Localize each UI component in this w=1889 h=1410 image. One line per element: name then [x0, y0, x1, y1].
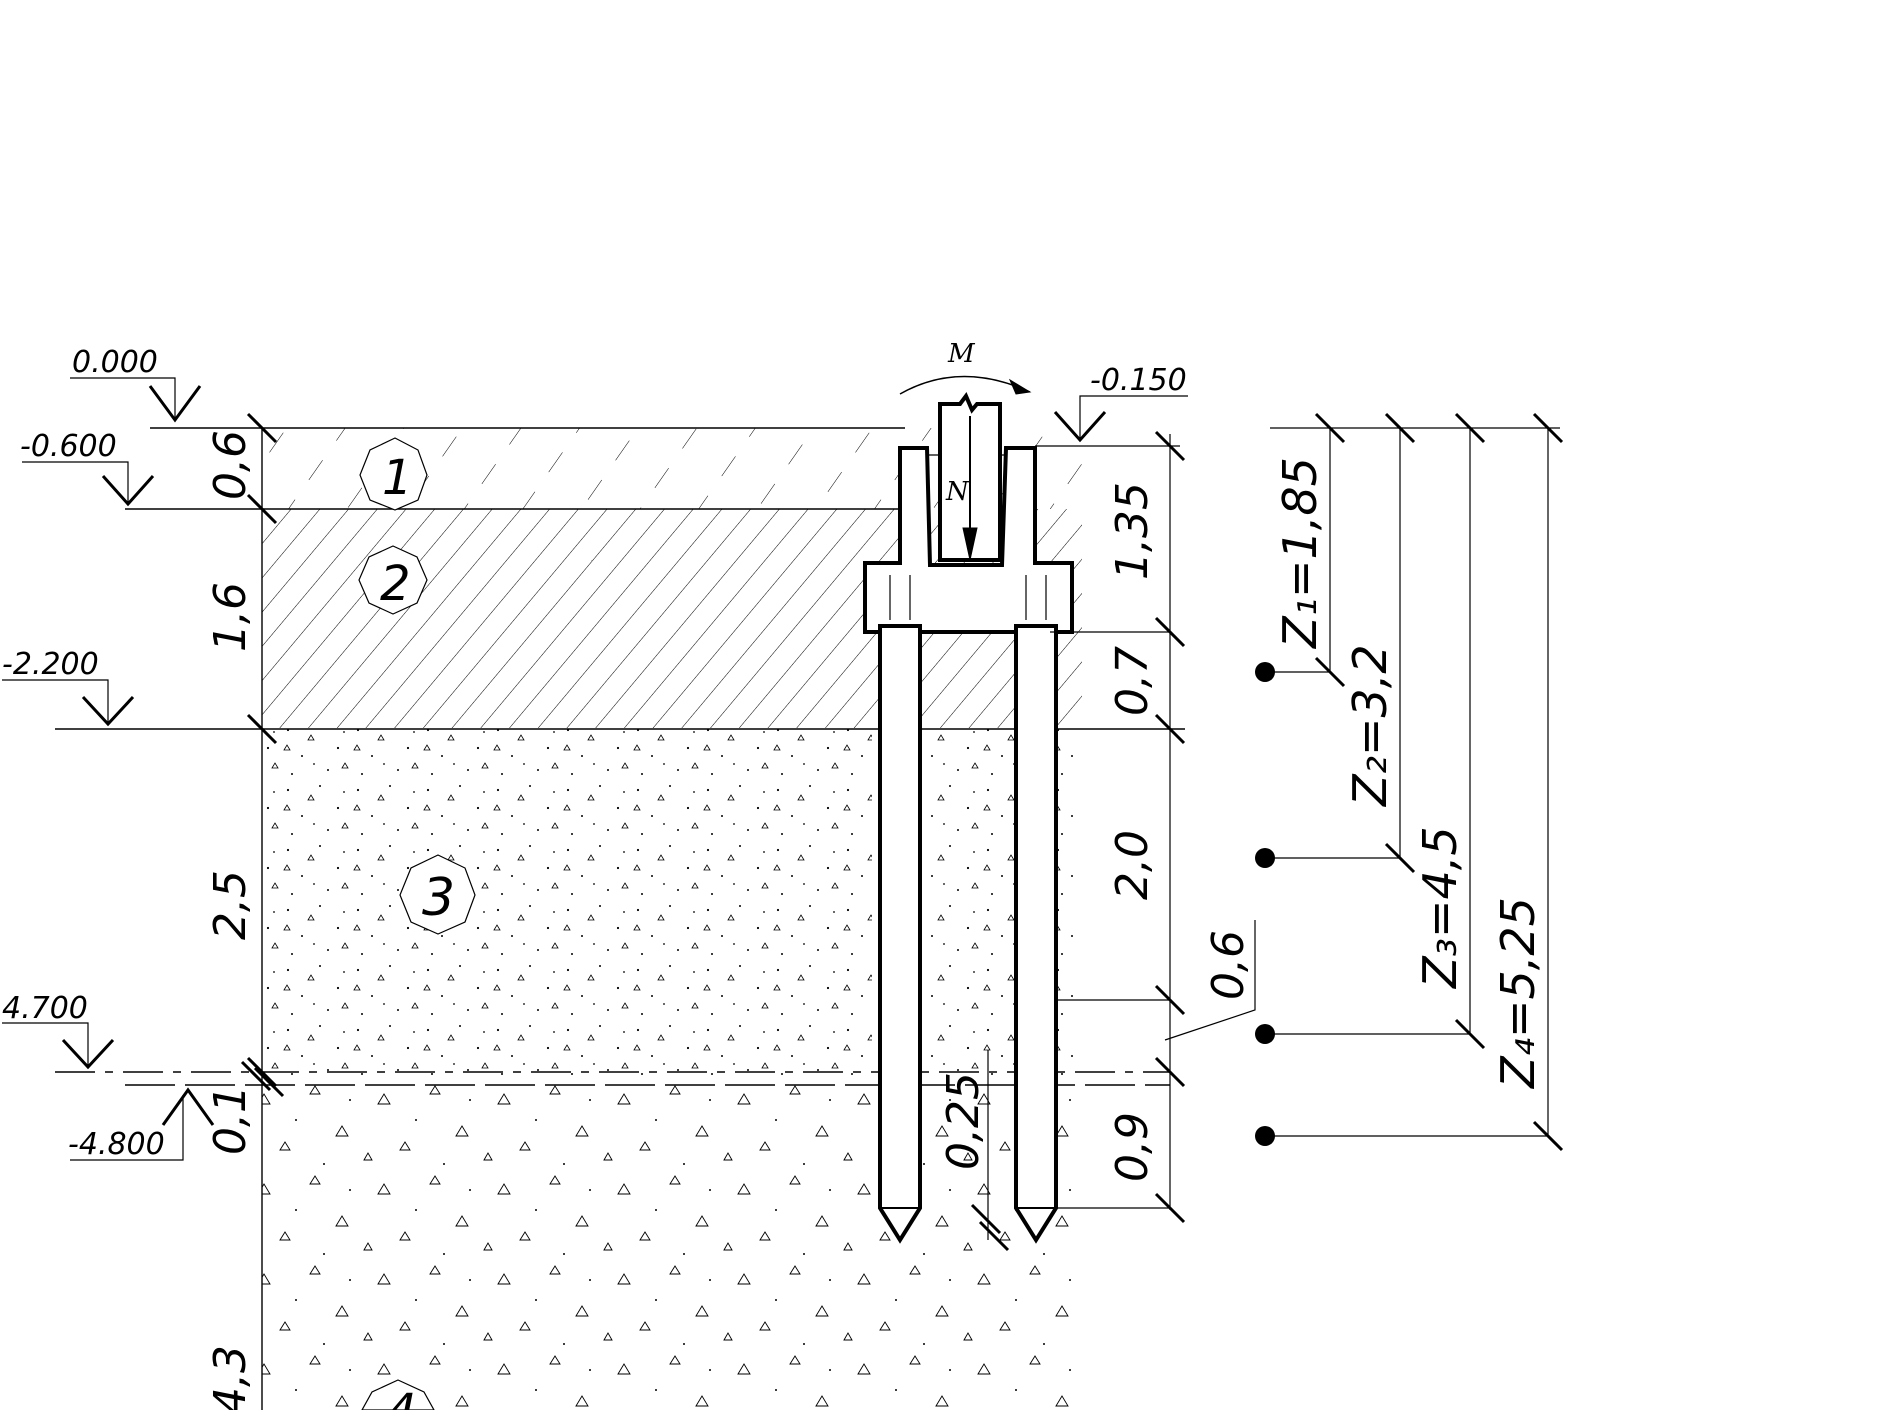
foundation	[863, 392, 1074, 1244]
layer-number-4: 4	[386, 1384, 417, 1410]
depth-points	[1255, 662, 1275, 1146]
pile-dim-0-7: 0,7	[1107, 646, 1158, 716]
depth-z3: Z₃=4,5	[1413, 826, 1467, 990]
layer-number-1: 1	[382, 450, 413, 506]
pile-dim-2-0: 2,0	[1107, 830, 1158, 900]
elevation-0000: 0.000	[72, 345, 158, 380]
pile-right	[1014, 624, 1058, 1244]
depth-z4: Z₄=5,25	[1491, 897, 1545, 1090]
soil-layer-3	[262, 728, 872, 1078]
layer-number-2: 2	[380, 556, 411, 612]
pile-dim-0-9: 0,9	[1107, 1112, 1158, 1182]
depth-point-2	[1255, 848, 1275, 868]
layer-number-3: 3	[422, 868, 455, 928]
pile-dim-0-6: 0,6	[1203, 930, 1254, 1000]
moment-label: M	[947, 339, 976, 369]
thickness-layer-5: 4,3	[205, 1345, 256, 1410]
pile-dimension-chain	[970, 430, 1256, 1252]
thickness-layer-2: 1,6	[205, 582, 256, 652]
soil-layer-4	[262, 1078, 1082, 1410]
elevation-top: -0.150	[1090, 363, 1187, 398]
thickness-layer-1: 0,6	[205, 430, 256, 500]
layer-boundaries	[55, 427, 1185, 1410]
depth-dimensions	[1270, 412, 1564, 1152]
depth-point-3	[1255, 1024, 1275, 1044]
pile-dim-0-25: 0,25	[938, 1072, 989, 1170]
thickness-layer-4: 0,1	[205, 1085, 256, 1155]
elevation-4800: -4.800	[68, 1127, 165, 1162]
elevation-4700: 4.700	[2, 991, 88, 1026]
load-arrows	[899, 375, 1032, 561]
elevation-2200: -2.200	[2, 647, 99, 682]
normal-force-label: N	[945, 477, 970, 507]
layer-number-markers	[358, 437, 476, 1410]
depth-z2: Z₂=3,2	[1343, 644, 1397, 808]
depth-point-1	[1255, 662, 1275, 682]
pile-dim-1-35: 1,35	[1107, 482, 1158, 580]
thickness-layer-3: 2,5	[205, 870, 256, 940]
depth-z1: Z₁=1,85	[1273, 457, 1327, 650]
moment-arrow	[899, 375, 1031, 395]
socket-wall	[863, 446, 1074, 634]
pile-left	[878, 624, 922, 1244]
elevation-0600: -0.600	[20, 429, 117, 464]
depth-point-4	[1255, 1126, 1275, 1146]
